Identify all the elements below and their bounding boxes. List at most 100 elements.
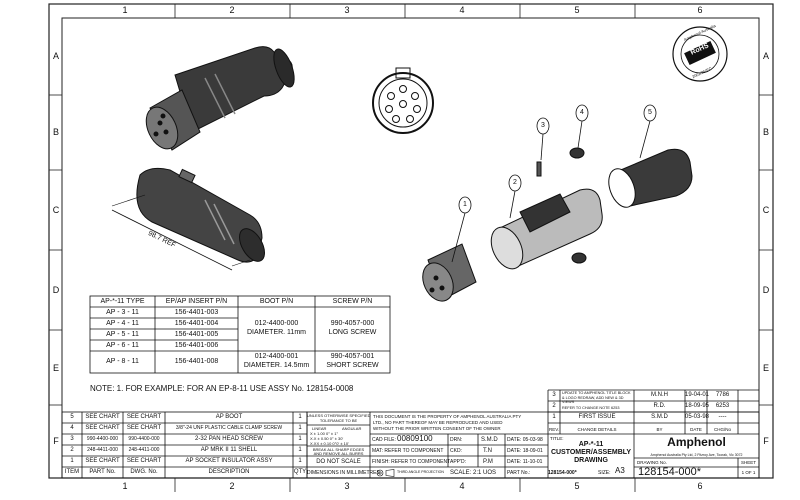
grid-col-5: 5	[574, 5, 580, 15]
bom-boot-1-pn: 012-4400-000	[254, 320, 299, 327]
pl-qty-4: 1	[298, 425, 302, 431]
rev-1-details: FIRST ISSUE	[578, 414, 616, 420]
pl-qty-5: 1	[298, 414, 302, 420]
ckd-label: CKD:	[450, 448, 462, 454]
company-address: Amphenol Australia Pty Ltd, 2 Fitzroy Av…	[650, 453, 743, 457]
cad-file-value: 00809100	[397, 434, 433, 443]
part-no-label: PART No.:	[507, 470, 531, 476]
tol-line-3: BREAK ALL SHARP EDGES	[312, 447, 365, 452]
grid-col-5-bottom: 5	[574, 481, 580, 491]
grid-row-f: F	[53, 436, 59, 446]
tol-line-2: TOLERANCE TO BE	[319, 418, 358, 423]
appd-value: P.M	[483, 459, 493, 465]
rev-3-date: 19-04-01	[685, 392, 710, 398]
date-approved: DATE: 11-10-01	[507, 459, 543, 465]
bom-type-2: AP - 4 - 11	[106, 320, 139, 327]
finish: FINISH: REFER TO COMPONENT	[372, 459, 451, 465]
rev-header-date: DATE	[690, 427, 702, 432]
pl-no-3: 990-4400-000	[86, 436, 119, 442]
pl-desc-5: AP BOOT	[215, 414, 243, 420]
tol-row-1: X ± 1.00 0° ± 1°	[310, 431, 339, 436]
rev-2-date: 18-09-95	[685, 403, 710, 409]
bom-insert-3: 156-4401-005	[174, 331, 219, 338]
rev-header-rev: REV.	[548, 427, 560, 432]
rev-2-by: R.D.	[653, 403, 666, 409]
grid-row-f-right: F	[763, 436, 769, 446]
bom-insert-1: 156-4401-003	[174, 309, 219, 316]
tol-line-1: UNLESS OTHERWISE SPECIFIED	[307, 413, 371, 418]
rev-2: 2	[552, 403, 556, 409]
rev-3-by: M.N.H	[651, 392, 668, 398]
bom-header-insert: EP/AP INSERT P/N	[165, 298, 228, 305]
drn-label: DRN:	[450, 437, 463, 443]
grid-col-2: 2	[229, 5, 235, 15]
property-line-3: WITHOUT THE PRIOR WRITTEN CONSENT OF THE…	[373, 426, 501, 431]
scale: SCALE: 2:1 UOS	[450, 470, 497, 476]
rev-header-by: BY	[656, 427, 663, 432]
projection-label: THIRD ANGLE PROJECTION	[397, 470, 444, 474]
pl-header-desc: DESCRIPTION	[208, 469, 250, 475]
material: MAT: REFER TO COMPONENT	[372, 448, 444, 454]
exploded-assembly-view	[422, 147, 693, 302]
bom-insert-5: 156-4401-008	[174, 358, 219, 365]
pl-item-1: 1	[70, 458, 74, 464]
rev-header-details: CHANGE DETAILS	[577, 427, 617, 432]
bom-insert-4: 156-4401-006	[174, 342, 219, 349]
bom-boot-2-pn: 012-4400-001	[254, 353, 299, 360]
property-line-1: THIS DOCUMENT IS THE PROPERTY OF AMPHENO…	[373, 414, 522, 419]
pl-qty-2: 1	[298, 447, 302, 453]
pl-qty-1: 1	[298, 458, 302, 464]
pl-no-5: SEE CHART	[85, 414, 120, 420]
grid-col-1: 1	[122, 5, 128, 15]
pl-header-no: PART No.	[89, 469, 116, 475]
grid-row-c: C	[52, 205, 60, 215]
pl-header-dwg: DWG. No.	[130, 469, 158, 475]
drn-value: S.M.D	[481, 437, 498, 443]
size-label: SIZE:	[598, 470, 611, 476]
bom-boot-1-dia: DIAMETER. 11mm	[247, 329, 306, 336]
rev-1-by: S.M.D	[651, 414, 668, 420]
rev-2-chg: 6253	[715, 403, 730, 409]
grid-col-6: 6	[697, 5, 703, 15]
grid-row-d-right: D	[762, 285, 770, 295]
pl-no-2: 248-4411-000	[87, 447, 118, 453]
bom-type-3: AP - 5 - 11	[106, 331, 139, 338]
rev-3-details: UPDATE TO AMPHENOL TITLE BLOCK & LOGO RE…	[562, 391, 631, 404]
title-line-2: CUSTOMER/ASSEMBLY	[550, 449, 632, 456]
grid-row-a: A	[52, 51, 59, 61]
tol-line-4: AND REMOVE ALL BURRS	[313, 451, 364, 456]
grid-col-3-bottom: 3	[344, 481, 350, 491]
pl-dwg-3: 990-4400-000	[128, 436, 160, 442]
sheet-value: 1 OF 1	[741, 470, 756, 475]
cad-file-label: CAD FILE:	[372, 437, 396, 443]
rev-header-chg: CHG/No	[713, 427, 731, 432]
pl-desc-1: AP SOCKET INSULATOR ASSY	[185, 458, 273, 464]
rev-1: 1	[552, 414, 556, 420]
grid-col-2-bottom: 2	[229, 481, 235, 491]
bom-screw-2-pn: 990-4057-001	[330, 353, 375, 360]
tol-dimensions: DIMENSIONS IN MILLIMETRES	[307, 470, 380, 476]
title-line-1: AP-*-11	[578, 441, 604, 448]
pl-desc-4: 3/8"-24 UNF PLASTIC CABLE CLAMP SCREW	[175, 425, 283, 431]
pl-dwg-4: SEE CHART	[126, 425, 162, 431]
pl-header-qty: QTY	[293, 469, 307, 475]
date-drawn: DATE: 05-03-98	[507, 437, 543, 443]
grid-row-e-right: E	[762, 363, 769, 373]
grid-row-a-right: A	[762, 51, 769, 61]
pl-dwg-2: 248-4411-000	[128, 447, 160, 453]
balloon-5: 5	[648, 109, 652, 116]
pl-item-2: 2	[70, 447, 74, 453]
appd-label: APP'D:	[450, 459, 466, 465]
pl-item-3: 3	[70, 436, 74, 442]
pl-item-4: 4	[70, 425, 74, 431]
drawing-no-label: DRAWING No.	[637, 460, 667, 465]
title-label: TITLE:	[550, 436, 564, 441]
tol-do-not-scale: DO NOT SCALE	[316, 459, 361, 465]
size-value: A3	[615, 466, 625, 475]
grid-ticks	[49, 4, 773, 492]
item-balloons	[451, 104, 657, 263]
grid-col-6-bottom: 6	[697, 481, 703, 491]
rev-3: 3	[552, 392, 556, 398]
sheet-label: SHEET	[740, 460, 756, 465]
